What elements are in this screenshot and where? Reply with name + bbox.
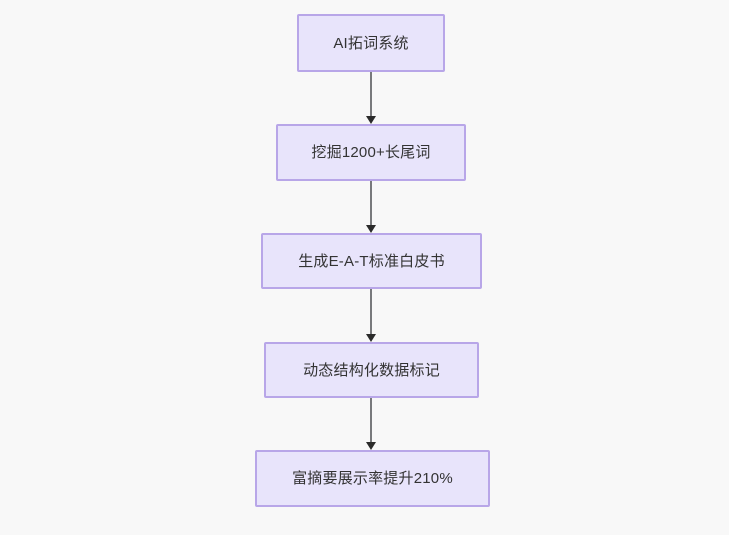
flow-node-rich-snippet-result[interactable]: 富摘要展示率提升210% [255, 450, 490, 507]
edge-line [370, 181, 372, 225]
flow-node-label: AI拓词系统 [333, 34, 409, 52]
flow-node-label: 挖掘1200+长尾词 [311, 144, 431, 161]
flow-node-label: 生成E-A-T标准白皮书 [298, 252, 445, 270]
edge-line [370, 72, 372, 116]
flow-node-ai-keyword-system[interactable]: AI拓词系统 [297, 14, 445, 72]
flow-node-eat-whitepaper[interactable]: 生成E-A-T标准白皮书 [261, 233, 482, 289]
edge-line [370, 398, 372, 442]
flow-node-label: 动态结构化数据标记 [303, 361, 440, 379]
arrowhead-icon [366, 442, 376, 450]
flow-node-structured-data-markup[interactable]: 动态结构化数据标记 [264, 342, 479, 398]
arrowhead-icon [366, 334, 376, 342]
flow-node-label: 富摘要展示率提升210% [292, 470, 453, 487]
arrowhead-icon [366, 116, 376, 124]
flow-node-longtail-keywords[interactable]: 挖掘1200+长尾词 [276, 124, 466, 181]
arrowhead-icon [366, 225, 376, 233]
edge-line [370, 289, 372, 334]
